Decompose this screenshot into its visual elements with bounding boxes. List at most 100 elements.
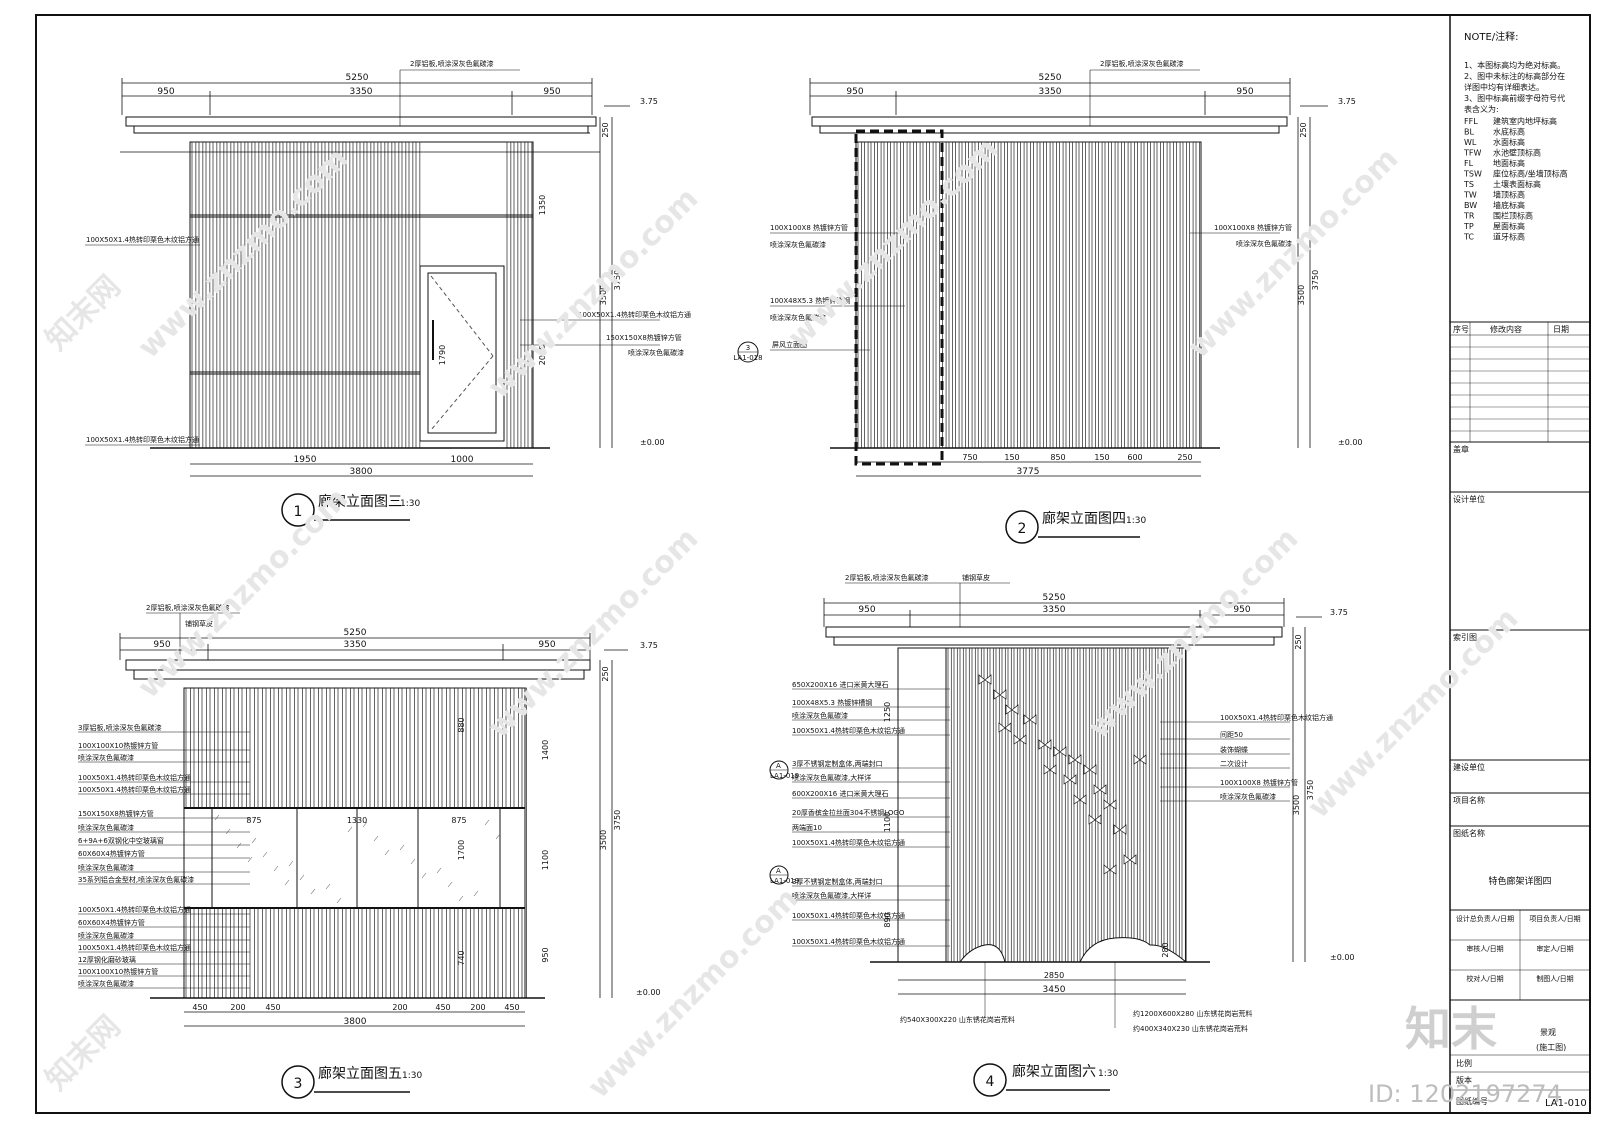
abbr-desc: 水池壁顶标高 [1493,148,1541,158]
glass-mark [225,828,231,835]
view-number-circle [1005,510,1039,544]
abbr-desc: 墙底标高 [1493,200,1525,210]
level-top: 3.75 [1338,97,1356,106]
dim-left: 950 [858,605,875,615]
label-tube-right: 100X100X8 热镀锌方管 [1214,223,1292,232]
discipline-value: 景观 [1540,1028,1556,1037]
slat [1111,141,1116,449]
slat [513,141,519,449]
view-scale: 1:30 [400,499,420,509]
watermark-text: www.znzmo.com [1181,141,1405,365]
reviewer-label: 审核人/日期 [1466,944,1503,953]
slat [1033,141,1038,449]
callout-number: 3 [746,344,750,352]
slat [254,141,260,449]
level-top: 3.75 [1330,608,1348,617]
drawing-title: 特色廊架详图四 [1488,875,1551,887]
dim-bottom-150a: 150 [1004,453,1019,462]
label-turf: 铺钢草皮 [185,619,213,628]
dim-lower-740: 740 [457,950,466,965]
stone-label: 约1200X600X280 山东锈花岗岩荒料 [1133,1009,1252,1018]
abbr-desc: 水面标高 [1493,137,1525,147]
elevation-view-2: 5250 950 3350 950 3.75 ±0.00 250 3750 35… [733,59,1363,544]
callout-label: 60X60X4热镀锌方管 [78,918,145,927]
abbr-code: TR [1463,212,1475,221]
slat [408,141,414,449]
view-number: 3 [294,1076,303,1092]
note-line: 3、图中标高前缀字母符号代 [1464,93,1565,103]
slat [520,141,526,449]
glass-mark [458,895,464,902]
abbr-code: WL [1464,138,1477,147]
abbr-desc: 建筑室内地坪标高 [1493,116,1557,126]
checker-label: 审定人/日期 [1536,944,1573,953]
dim-right: 950 [1233,605,1250,615]
slat [1163,647,1168,963]
callout-label: 装饰蝴蝶 [1220,745,1248,754]
slat [1176,141,1181,449]
slat [1157,647,1162,963]
dim-side-3500: 3500 [599,830,608,850]
view-title: 廊架立面图四 [1042,510,1126,527]
slat [226,141,232,449]
glass-mark [410,858,416,865]
slat [1039,141,1044,449]
abbr-code: BW [1464,201,1477,210]
glass-mark [447,881,453,888]
note-line: 2、图中未标注的标高部分在 [1464,71,1565,81]
abbr-code: TFW [1463,149,1481,158]
dim-rock-280: 280 [1161,942,1170,957]
dim-side-1350: 1350 [538,195,547,215]
abbr-code: TC [1463,233,1474,242]
view-number-circle [281,493,315,527]
roof-cap [125,116,597,134]
slat [965,647,970,963]
abbr-desc: 围栏顶标高 [1493,211,1533,221]
callout-label: 100X100X10热镀锌方管 [78,967,158,976]
watermark-text: www.znzmo.com [1301,601,1525,825]
callout-label: 100X50X1.4热转印栗色木纹铝方通 [78,785,191,794]
abbr-code: FL [1464,159,1474,168]
seal-label: 盖章 [1453,444,1469,454]
rev-date-label: 日期 [1553,325,1569,334]
abbr-code: BL [1464,128,1474,137]
watermark-text: www.znzmo.com [581,881,805,1105]
dim-left: 950 [846,87,863,97]
slat [1026,141,1031,449]
dim-side-3750: 3750 [1306,780,1315,800]
slat [275,141,281,449]
dim-overall: 5250 [346,73,369,83]
glass-hatch [214,814,501,904]
dim-bottom-200a: 200 [230,1003,245,1012]
slat [1195,141,1200,449]
version-label: 版本 [1456,1075,1472,1085]
dim-overall: 5250 [344,628,367,638]
glass-mark [325,883,331,890]
slat [1181,647,1186,963]
note-line: 1、本图标高均为绝对标高。 [1464,60,1565,70]
slat [1098,141,1103,449]
dim-bottom-850: 850 [1050,453,1065,462]
glass-mark [373,835,379,842]
glass-mark [236,842,242,849]
dim-glass-1700: 1700 [457,840,466,860]
label-roof: 2厚铝板,喷涂深灰色氟碳漆 [845,573,929,582]
watermark-cn: 知末网 [39,1009,127,1097]
dim-glass-875a: 875 [246,816,261,825]
slat [1182,141,1187,449]
glass-mark [362,821,368,828]
dim-bottom-200b: 200 [392,1003,407,1012]
watermark-text: www.znzmo.com [1081,521,1305,745]
elevation-view-4: 5250 950 3350 950 3.75 ±0.00 250 3750 35… [769,573,1355,1097]
slat [1137,141,1142,449]
glass-mark [336,897,342,904]
slat [983,647,988,963]
butterfly-icon [998,722,1012,733]
callout-number: A [776,762,781,770]
butterfly-icon [1113,824,1127,835]
design-director-label: 设计总负责人/日期 [1456,914,1514,923]
dim-bottom-450d: 450 [504,1003,519,1012]
callout-label: 喷涂深灰色氟碳漆 [1220,792,1276,801]
slat [1013,141,1018,449]
dim-center: 3350 [1039,87,1062,97]
